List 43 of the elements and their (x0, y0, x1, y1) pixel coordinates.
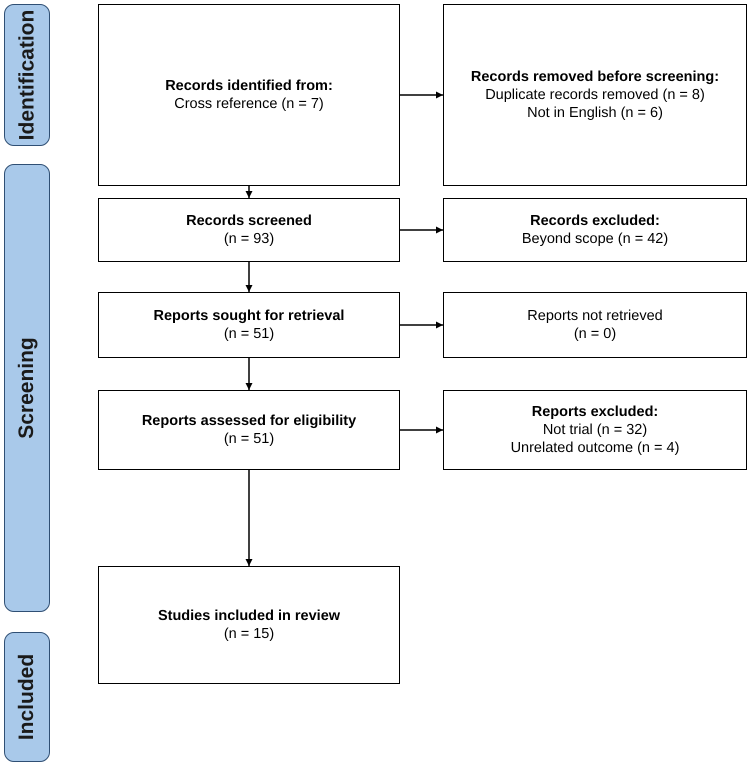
stage-label: Screening (15, 337, 39, 439)
box-text: Cross reference (n = 7) (174, 95, 324, 114)
arrow (400, 92, 443, 98)
arrow (246, 470, 252, 566)
box-text: Duplicate records removed (n = 8) (485, 86, 705, 104)
arrow (246, 358, 252, 390)
box-heading: Reports not retrieved (527, 306, 663, 325)
process-box (443, 292, 747, 358)
box-heading: Studies included in review (158, 606, 340, 625)
arrow (400, 322, 443, 328)
box-text: (n = 51) (224, 325, 274, 344)
process-box (98, 292, 400, 358)
box-text: (n = 51) (224, 430, 274, 448)
box-text: (n = 93) (224, 230, 274, 248)
box-text: (n = 15) (224, 625, 274, 644)
stage-label: Identification (15, 10, 39, 140)
stage-label: Included (15, 654, 39, 740)
box-text: (n = 0) (574, 325, 616, 344)
box-text: Beyond scope (n = 42) (522, 230, 668, 248)
arrow (246, 186, 252, 198)
box-text: Not in English (n = 6) (527, 104, 663, 122)
box-heading: Records excluded: (530, 212, 660, 230)
box-text: Unrelated outcome (n = 4) (510, 439, 680, 458)
process-box (443, 4, 747, 186)
stage-band (4, 4, 50, 146)
box-heading: Reports sought for retrieval (154, 306, 344, 325)
process-box (443, 390, 747, 470)
process-box (443, 198, 747, 262)
process-box (98, 390, 400, 470)
arrow (400, 226, 443, 234)
box-heading: Reports assessed for eligibility (142, 412, 356, 430)
box-heading: Records identified from: (165, 76, 333, 95)
arrow (246, 262, 252, 292)
stage-band (4, 632, 50, 762)
box-heading: Reports excluded: (532, 402, 658, 421)
process-box (98, 4, 400, 186)
arrow (400, 426, 443, 434)
stage-band (4, 164, 50, 612)
box-text: Not trial (n = 32) (542, 420, 648, 440)
process-box (98, 566, 400, 684)
box-heading: Records removed before screening: (470, 68, 720, 86)
process-box (98, 198, 400, 262)
box-heading: Records screened (186, 212, 312, 230)
